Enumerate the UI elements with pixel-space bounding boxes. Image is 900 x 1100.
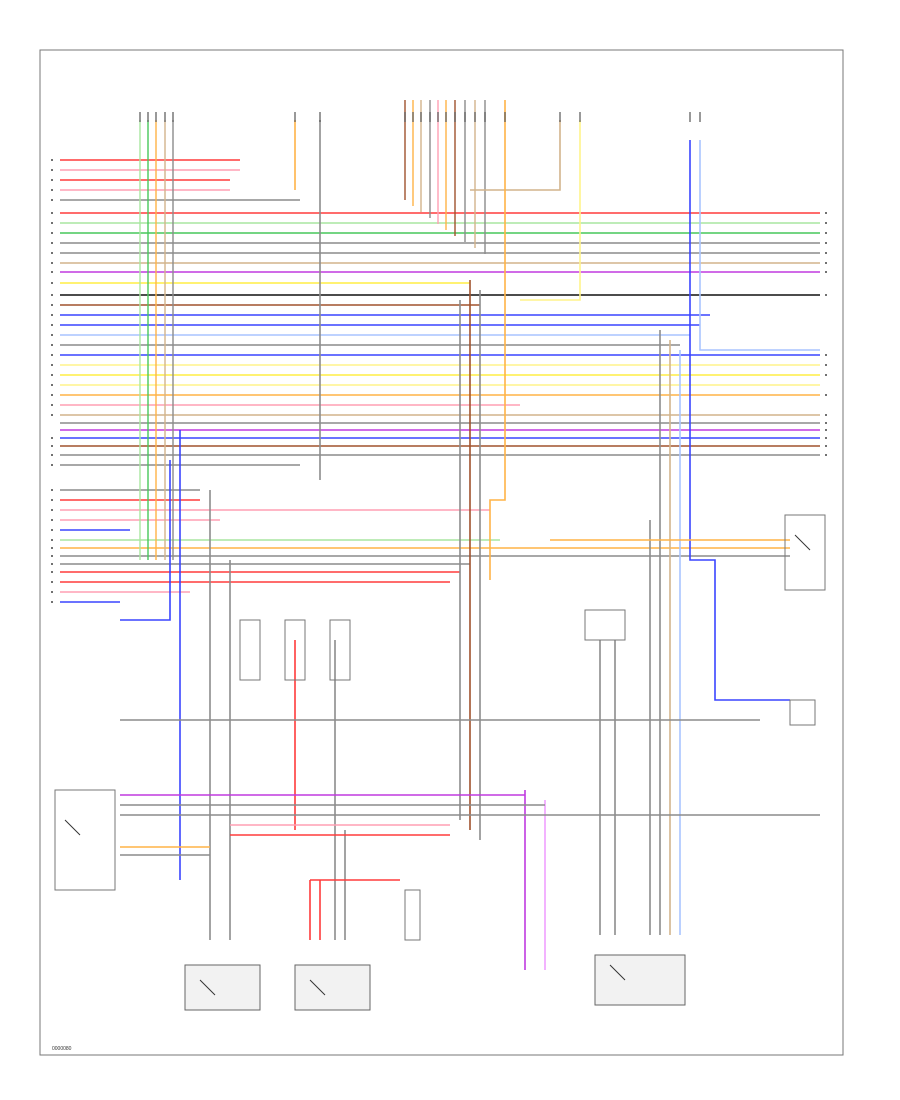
terminal-dot — [825, 414, 827, 416]
terminal-dot — [51, 464, 53, 466]
connector-d — [584, 609, 626, 641]
wire — [120, 460, 171, 621]
terminal-dot — [825, 364, 827, 366]
wire — [489, 100, 506, 580]
relay-center — [294, 964, 371, 1011]
terminal-dot — [51, 571, 53, 573]
connector-center — [404, 889, 421, 941]
terminal-dot — [51, 489, 53, 491]
terminal-dot — [51, 529, 53, 531]
terminal-dot — [51, 547, 53, 549]
terminal-dot — [51, 344, 53, 346]
terminal-dot — [51, 179, 53, 181]
terminal-dot — [51, 242, 53, 244]
terminal-dot — [825, 252, 827, 254]
terminal-dot — [51, 199, 53, 201]
terminal-dot — [51, 271, 53, 273]
relay-contact — [199, 979, 216, 996]
terminal-dot — [825, 222, 827, 224]
terminal-dot — [51, 404, 53, 406]
terminal-dot — [51, 232, 53, 234]
terminal-dot — [51, 509, 53, 511]
relay-contact — [309, 979, 326, 996]
relay-left-block — [54, 789, 116, 891]
terminal-dot — [51, 159, 53, 161]
terminal-dot — [825, 454, 827, 456]
terminal-dot — [825, 445, 827, 447]
terminal-dot — [51, 591, 53, 593]
terminal-dot — [51, 354, 53, 356]
terminal-dot — [51, 555, 53, 557]
terminal-dot — [825, 354, 827, 356]
terminal-dot — [51, 519, 53, 521]
wire — [520, 120, 581, 301]
terminal-dot — [825, 262, 827, 264]
terminal-dot — [51, 384, 53, 386]
terminal-dot — [825, 394, 827, 396]
terminal-dot — [51, 499, 53, 501]
terminal-dot — [51, 437, 53, 439]
terminal-dot — [825, 271, 827, 273]
terminal-dot — [51, 601, 53, 603]
terminal-dot — [51, 169, 53, 171]
terminal-dot — [51, 262, 53, 264]
relay-contact — [794, 534, 811, 551]
terminal-dot — [825, 294, 827, 296]
connector-c — [329, 619, 351, 681]
terminal-dot — [51, 334, 53, 336]
wire — [699, 140, 820, 351]
terminal-dot — [51, 445, 53, 447]
terminal-dot — [825, 429, 827, 431]
terminal-dot — [825, 422, 827, 424]
page-code: 0000080 — [52, 1046, 72, 1052]
switch-right-top — [784, 514, 826, 591]
terminal-dot — [51, 189, 53, 191]
terminal-dot — [825, 212, 827, 214]
terminal-dot — [51, 364, 53, 366]
terminal-dot — [825, 242, 827, 244]
terminal-dot — [51, 581, 53, 583]
terminal-dot — [51, 252, 53, 254]
terminal-dot — [51, 314, 53, 316]
relay-contact — [64, 819, 81, 836]
switch-bottom-right — [594, 954, 686, 1006]
terminal-dot — [825, 437, 827, 439]
wire-group — [60, 100, 820, 970]
terminal-dot — [51, 304, 53, 306]
terminal-dot — [51, 563, 53, 565]
relay-left — [184, 964, 261, 1011]
switch-right-middle — [789, 699, 816, 726]
terminal-dot — [51, 414, 53, 416]
wire — [470, 120, 561, 191]
terminal-dot — [51, 294, 53, 296]
terminal-dot — [825, 232, 827, 234]
connector-b — [284, 619, 306, 681]
terminal-dot — [51, 539, 53, 541]
relay-contact — [609, 964, 626, 981]
terminal-dot — [51, 324, 53, 326]
terminal-dot — [51, 374, 53, 376]
terminal-dot — [825, 374, 827, 376]
wire — [689, 140, 790, 701]
terminal-dot — [51, 454, 53, 456]
terminal-dot — [51, 222, 53, 224]
terminal-dot — [51, 394, 53, 396]
diagram-border — [39, 49, 844, 1056]
component-group — [51, 112, 827, 1011]
connector-a — [239, 619, 261, 681]
terminal-dot — [51, 282, 53, 284]
terminal-dot — [51, 212, 53, 214]
